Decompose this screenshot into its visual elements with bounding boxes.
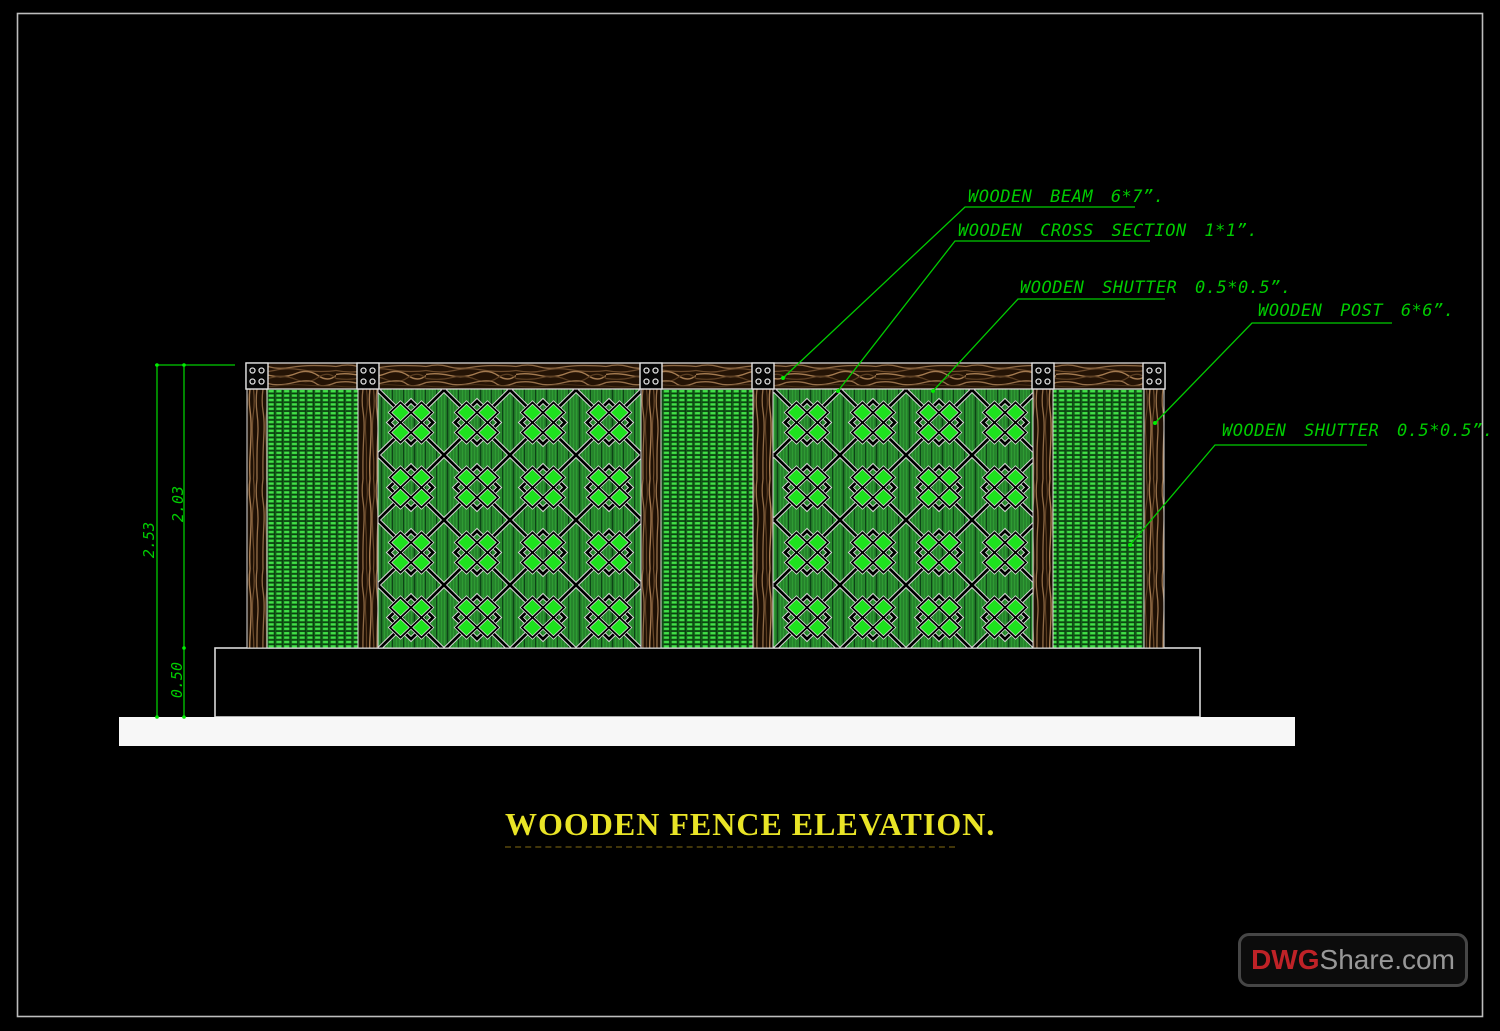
shutter-panel-striped-1 (266, 388, 359, 649)
label-wooden-beam: WOODEN BEAM 6*7”. (968, 187, 1165, 207)
wooden-post-3 (640, 388, 662, 649)
wooden-post-2 (357, 388, 379, 649)
drawing-title: WOODEN FENCE ELEVATION. (505, 806, 994, 848)
leader-line-cross-section (837, 240, 1150, 392)
wooden-post-4 (752, 388, 774, 649)
sheet-border-frame (16, 12, 1484, 1018)
shutter-panel-diamond-2 (772, 388, 1034, 649)
shutter-panel-diamond-1 (377, 388, 642, 649)
dim-overall-height: 2.53 (140, 522, 158, 558)
shutter-panel-striped-2 (660, 388, 754, 649)
watermark-share-text: Share.com (1319, 944, 1455, 975)
post-cap-1 (245, 362, 269, 390)
label-wooden-cross-section: WOODEN CROSS SECTION 1*1”. (958, 221, 1258, 241)
leader-line-shutter-top (932, 298, 1165, 392)
label-wooden-shutter-top: WOODEN SHUTTER 0.5*0.5”. (1020, 278, 1292, 298)
watermark-dwg-text: DWG (1251, 944, 1320, 975)
dim-base-height: 0.50 (168, 662, 186, 698)
shutter-panel-striped-3 (1052, 388, 1145, 649)
label-wooden-post: WOODEN POST 6*6”. (1258, 301, 1455, 321)
wooden-fence (119, 362, 1295, 746)
post-cap-5 (1031, 362, 1055, 390)
leader-line-shutter-side (1129, 444, 1367, 546)
ground-strip (119, 717, 1295, 746)
leader-annotations: WOODEN BEAM 6*7”. WOODEN CROSS SECTION 1… (781, 187, 1494, 547)
leader-line-post (1154, 322, 1392, 424)
wooden-beam (245, 362, 1166, 390)
wooden-post-6 (1143, 388, 1165, 649)
wooden-post-5 (1032, 388, 1054, 649)
leader-line-beam (782, 206, 1135, 379)
post-cap-2 (356, 362, 380, 390)
dim-fence-height: 2.03 (169, 486, 187, 522)
post-cap-3 (639, 362, 663, 390)
fence-base-plinth (214, 647, 1201, 718)
post-cap-4 (751, 362, 775, 390)
post-cap-6 (1142, 362, 1166, 390)
label-wooden-shutter-side: WOODEN SHUTTER 0.5*0.5”. (1222, 421, 1494, 441)
dimension-lines: 2.53 2.03 0.50 (140, 363, 235, 719)
wooden-post-1 (246, 388, 268, 649)
